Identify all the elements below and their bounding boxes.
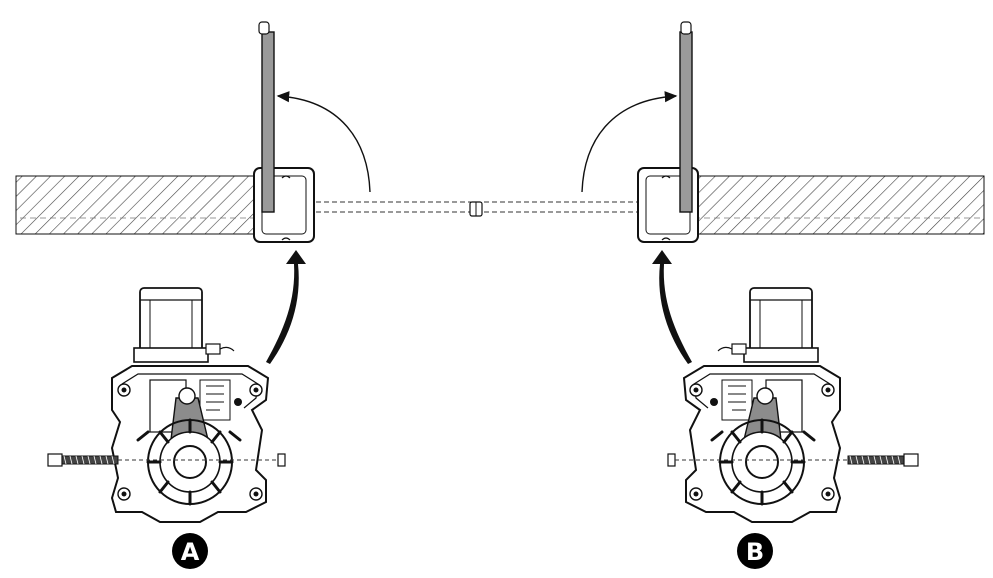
nut-icon [667,453,676,467]
closed-gate-line [20,201,980,219]
curved-thick-arrow-icon [652,250,692,364]
bolt-icon [47,453,119,467]
bolt-icon [847,453,919,467]
curved-arrow-icon [581,91,678,193]
left-wall [15,175,261,235]
curved-arrow-icon [276,91,371,193]
nut-icon [277,453,286,467]
left-gate-leaf [258,21,275,213]
curved-thick-arrow-icon [266,250,306,364]
gate-latch [469,201,483,217]
operator-a [110,286,270,524]
badge-a: A [172,533,208,569]
badge-b-label: B [746,538,764,566]
right-gate-leaf [679,21,693,213]
operator-b [682,286,842,524]
badge-a-label: A [181,538,200,566]
right-wall [693,175,985,235]
badge-b: B [737,533,773,569]
